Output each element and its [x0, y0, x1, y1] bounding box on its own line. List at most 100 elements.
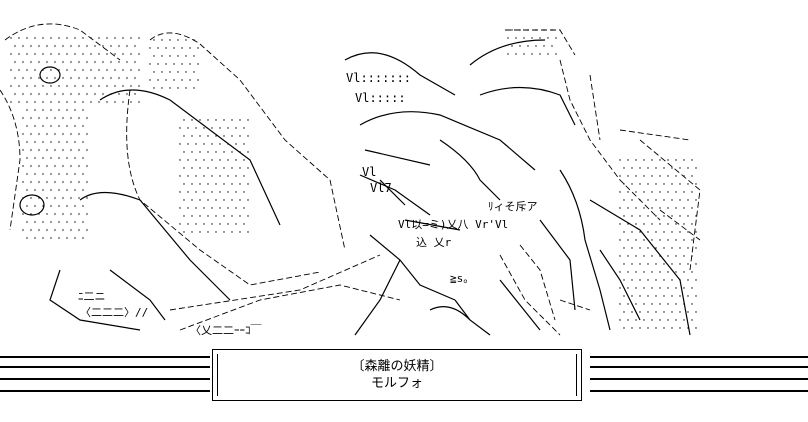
- shading-dot: [106, 69, 108, 71]
- shading-dot: [70, 229, 72, 231]
- shading-dot: [66, 101, 68, 103]
- shading-dot: [231, 135, 233, 137]
- shading-dot: [207, 215, 209, 217]
- shading-dot: [66, 37, 68, 39]
- shading-dot: [50, 237, 52, 239]
- shading-dot: [655, 167, 657, 169]
- aa-fragment: 込 乂r: [416, 236, 452, 249]
- shading-dot: [86, 213, 88, 215]
- shading-dot: [22, 149, 24, 151]
- shading-dot: [86, 93, 88, 95]
- shading-dot: [22, 181, 24, 183]
- shading-dot: [191, 151, 193, 153]
- shading-dot: [679, 167, 681, 169]
- shading-dot: [30, 149, 32, 151]
- shading-dot: [134, 93, 136, 95]
- shading-dot: [165, 63, 167, 65]
- shading-dot: [635, 287, 637, 289]
- shading-dot: [46, 133, 48, 135]
- shading-dot: [86, 181, 88, 183]
- shading-dot: [519, 45, 521, 47]
- shading-dot: [22, 229, 24, 231]
- shading-dot: [627, 255, 629, 257]
- shading-dot: [675, 319, 677, 321]
- shading-dot: [26, 237, 28, 239]
- shading-dot: [90, 69, 92, 71]
- left-rule-2: [0, 366, 210, 368]
- shading-dot: [74, 141, 76, 143]
- shading-dot: [207, 231, 209, 233]
- shading-dot: [82, 237, 84, 239]
- shading-dot: [26, 85, 28, 87]
- aa-fragment: Vl:::::::: [346, 71, 411, 85]
- shading-dot: [515, 37, 517, 39]
- right-wing-lower: [539, 169, 691, 336]
- shading-dot: [50, 125, 52, 127]
- shading-dot: [227, 191, 229, 193]
- shading-dot: [619, 319, 621, 321]
- shading-dot: [62, 149, 64, 151]
- shading-dot: [647, 263, 649, 265]
- shading-dot: [247, 199, 249, 201]
- shading-dot: [683, 319, 685, 321]
- shading-dot: [231, 199, 233, 201]
- shading-dot: [643, 271, 645, 273]
- shading-dot: [211, 127, 213, 129]
- shading-dot: [187, 191, 189, 193]
- shading-dot: [181, 79, 183, 81]
- shading-dot: [34, 141, 36, 143]
- shading-dot: [177, 55, 179, 57]
- shading-dot: [623, 199, 625, 201]
- shading-dot: [86, 133, 88, 135]
- shading-dot: [695, 295, 697, 297]
- shading-dot: [149, 63, 151, 65]
- shading-dot: [231, 183, 233, 185]
- shading-dot: [179, 143, 181, 145]
- shading-dot: [179, 175, 181, 177]
- aa-fragment: ≧s。: [450, 272, 474, 285]
- shading-dot: [647, 247, 649, 249]
- shading-dot: [106, 37, 108, 39]
- left-wing-curve: [49, 89, 281, 331]
- shading-dot: [675, 191, 677, 193]
- shading-dot: [82, 189, 84, 191]
- shading-dot: [643, 319, 645, 321]
- shading-dot: [50, 69, 52, 71]
- shading-dot: [169, 39, 171, 41]
- shading-dot: [647, 311, 649, 313]
- shading-dot: [651, 207, 653, 209]
- shading-dot: [66, 125, 68, 127]
- shading-dot: [199, 199, 201, 201]
- shading-dot: [507, 37, 509, 39]
- shading-dot: [683, 287, 685, 289]
- shading-dot: [547, 53, 549, 55]
- shading-dot: [643, 223, 645, 225]
- shading-dot: [62, 133, 64, 135]
- shading-dot: [94, 77, 96, 79]
- ascii-art-drawing: Vl::::::: Vl::::: Vl Vl7 Vl以=ミ)乂八 Vr'Vl …: [0, 23, 701, 337]
- shading-dot: [185, 55, 187, 57]
- shading-dot: [26, 189, 28, 191]
- caption-subtitle: モルフォ: [370, 376, 423, 391]
- shading-dot: [687, 263, 689, 265]
- shading-dot: [647, 279, 649, 281]
- shading-dot: [86, 45, 88, 47]
- shading-dot: [539, 37, 541, 39]
- shading-dot: [42, 141, 44, 143]
- shading-dot: [191, 183, 193, 185]
- shading-dot: [507, 53, 509, 55]
- shading-dot: [30, 93, 32, 95]
- shading-dot: [223, 183, 225, 185]
- figure-face: [369, 139, 501, 301]
- shading-dot: [231, 119, 233, 121]
- shading-dot: [219, 127, 221, 129]
- shading-dot: [102, 61, 104, 63]
- shading-dot: [30, 165, 32, 167]
- shading-dot: [647, 199, 649, 201]
- shading-dot: [675, 303, 677, 305]
- shading-dot: [667, 239, 669, 241]
- shading-dot: [130, 37, 132, 39]
- shading-dot: [74, 109, 76, 111]
- shading-dot: [687, 279, 689, 281]
- aa-fragment: 〈乂二二ｰｰｺ￣: [190, 323, 262, 337]
